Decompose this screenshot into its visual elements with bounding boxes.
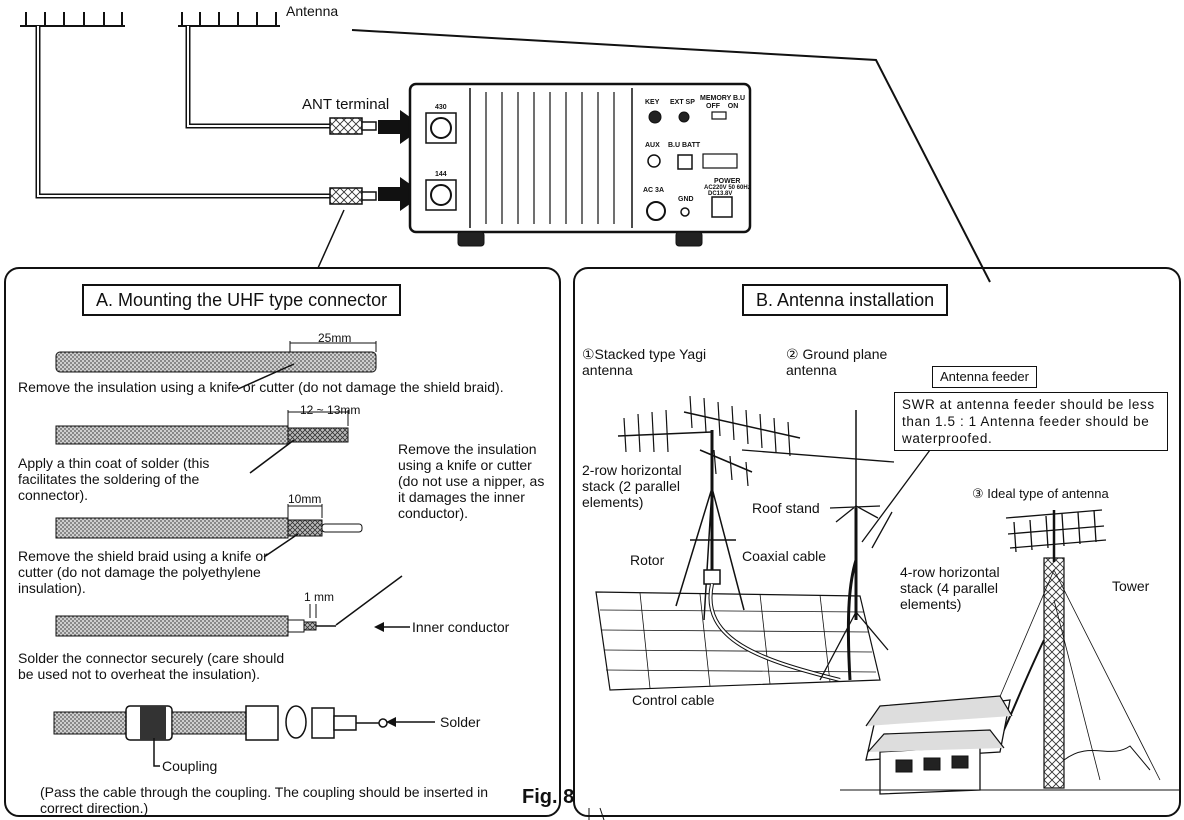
step1-text: Remove the insulation using a knife or c… — [18, 379, 504, 395]
dim-10: 10mm — [288, 492, 322, 506]
cable-step3 — [55, 504, 363, 539]
control-cable-label: Control cable — [632, 692, 715, 708]
ant-terminal-label: ANT terminal — [302, 96, 390, 113]
roof-stand-label: Roof stand — [752, 500, 820, 516]
plug-lower — [329, 187, 377, 205]
leader-connector — [317, 209, 345, 269]
ac3a-label: AC 3A — [643, 187, 665, 194]
feeder-leaders — [741, 449, 931, 549]
step5-text: (Pass the cable through the coupling. Th… — [40, 784, 489, 816]
ground-plane-label: ② Ground plane antenna — [786, 346, 888, 378]
four-row-label: 4-row horizontal stack (4 parallel eleme… — [900, 564, 1000, 612]
pointer-inner-arrow — [374, 622, 384, 632]
inner-conductor-label: Inner conductor — [412, 619, 510, 635]
port-430-label: 430 — [435, 104, 447, 111]
port-144-label: 144 — [435, 171, 447, 178]
tower-and-house — [840, 509, 1180, 795]
dim-25: 25mm — [318, 331, 352, 345]
coaxial-cable-label: Coaxial cable — [742, 548, 827, 564]
stacked-yagi-label: ①Stacked type Yagi antenna — [582, 346, 707, 378]
top-antenna-left — [20, 12, 330, 199]
ideal-antenna-label: ③ Ideal type of antenna — [972, 486, 1109, 501]
cable-step4 — [55, 604, 336, 637]
step3-text: Remove the shield braid using a knife or… — [18, 548, 268, 596]
key-label: KEY — [645, 99, 660, 106]
bu-batt-label: B.U BATT — [668, 142, 701, 149]
arrow-lower — [378, 177, 424, 211]
cable-step2 — [55, 410, 349, 445]
solder-label: Solder — [440, 714, 481, 730]
cable-step5 — [53, 705, 388, 741]
section-b-title: B. Antenna installation — [742, 284, 949, 316]
antenna-feeder-label: Antenna feeder — [932, 366, 1037, 388]
off-on-label: OFF ON — [706, 103, 739, 110]
dim-1: 1 mm — [304, 590, 334, 604]
yagi-antenna — [617, 395, 801, 621]
pointer-solder-arrow — [386, 717, 396, 727]
ext-sp-label: EXT SP — [670, 99, 695, 106]
power-spec-dc: DC13.8V — [708, 191, 733, 197]
step3-note: Remove the insulation using a knife or c… — [398, 441, 545, 521]
figure-label: Fig. 8 — [522, 786, 575, 808]
panel-a-frame — [4, 267, 561, 817]
plug-upper — [329, 117, 377, 135]
section-a-pointers — [153, 363, 435, 767]
aux-label: AUX — [645, 142, 660, 149]
arrow-upper — [378, 110, 424, 144]
leader-antenna — [351, 29, 991, 283]
dim-12-13: 12 ~ 13mm — [300, 403, 361, 417]
fig-mark — [588, 807, 605, 820]
gnd-label: GND — [678, 196, 694, 203]
step2-text: Apply a thin coat of solder (this facili… — [18, 455, 210, 503]
memory-bu-label: MEMORY B.U — [700, 95, 746, 102]
power-spec-ac: AC220V 50 60Hz — [704, 185, 751, 191]
two-row-label: 2-row horizontal stack (2 parallel eleme… — [582, 462, 682, 510]
rotor-label: Rotor — [630, 552, 665, 568]
power-label: POWER — [714, 178, 741, 185]
ground-plane-antenna — [819, 410, 889, 681]
coupling-label: Coupling — [162, 758, 218, 774]
radio-rear-panel — [408, 82, 752, 247]
cable-step1 — [55, 341, 377, 373]
antenna-label: Antenna — [286, 3, 339, 19]
step4-text: Solder the connector securely (care shou… — [18, 650, 285, 682]
top-antenna-right — [178, 12, 330, 129]
panel-b-frame — [573, 267, 1181, 817]
section-a-title: A. Mounting the UHF type connector — [82, 284, 402, 316]
tower-label: Tower — [1112, 578, 1150, 594]
swr-note: SWR at antenna feeder should be less tha… — [894, 392, 1168, 451]
